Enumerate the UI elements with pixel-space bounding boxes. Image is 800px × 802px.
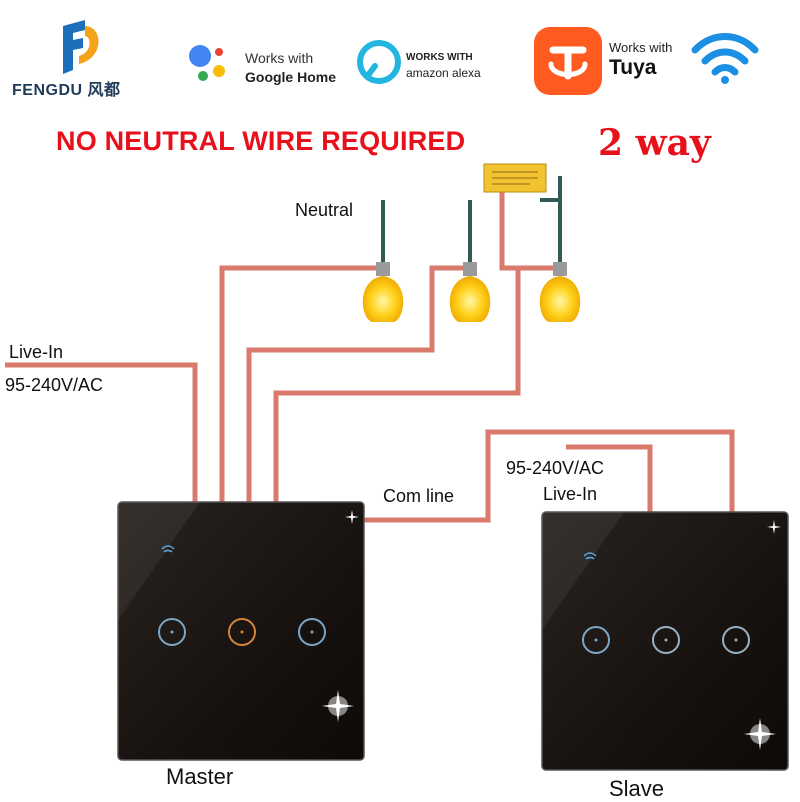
master-wifi-icon	[161, 545, 175, 553]
com-line-label: Com line	[383, 486, 455, 506]
tuya-works-with: Works with	[609, 40, 673, 55]
master-touch-2	[228, 618, 256, 646]
alexa-ring-icon	[357, 40, 401, 84]
master-touch-1	[158, 618, 186, 646]
capacitor-icon	[483, 163, 547, 193]
live-wires	[5, 185, 735, 552]
amazon-alexa-label: amazon alexa	[406, 66, 481, 80]
tuya-app-icon	[534, 27, 602, 95]
mode-label: 2 way	[598, 122, 711, 164]
slave-touch-2	[652, 626, 680, 654]
live-in-wire	[5, 362, 198, 515]
wire-bulb2	[246, 265, 468, 515]
master-touch-3	[298, 618, 326, 646]
voltage-label: 95-240V/AC	[5, 375, 104, 395]
google-works-with: Works with	[245, 50, 314, 66]
live-in-label: Live-In	[9, 342, 64, 362]
slave-panel	[541, 511, 789, 771]
light-bulb-icon	[539, 262, 581, 322]
neutral-wires	[381, 176, 562, 262]
slave-voltage-label: 95-240V/AC	[506, 458, 605, 478]
slave-touch-3	[722, 626, 750, 654]
slave-label: Slave	[609, 776, 665, 801]
alexa-works-with: WORKS WITH	[406, 52, 473, 63]
headline: NO NEUTRAL WIRE REQUIRED	[56, 126, 466, 156]
light-bulb-icon	[449, 262, 491, 322]
slave-wifi-icon	[583, 552, 597, 560]
brand-name: FENGDU 风都	[12, 82, 121, 99]
light-bulb-icon	[362, 262, 404, 322]
slave-live-in-label: Live-In	[543, 484, 598, 504]
tuya-label: Tuya	[609, 56, 657, 79]
master-label: Master	[166, 764, 234, 789]
wire-bulb1	[219, 265, 383, 515]
google-assistant-icon	[189, 45, 225, 81]
master-panel	[117, 501, 365, 761]
com-line-wire	[290, 429, 735, 552]
slave-touch-1	[582, 626, 610, 654]
capacitor-lead-left	[499, 185, 520, 271]
google-home-label: Google Home	[245, 69, 337, 85]
fengdu-logo	[63, 20, 99, 74]
wifi-icon	[691, 33, 759, 84]
neutral-label: Neutral	[295, 200, 354, 220]
wire-bulb3	[273, 265, 556, 515]
